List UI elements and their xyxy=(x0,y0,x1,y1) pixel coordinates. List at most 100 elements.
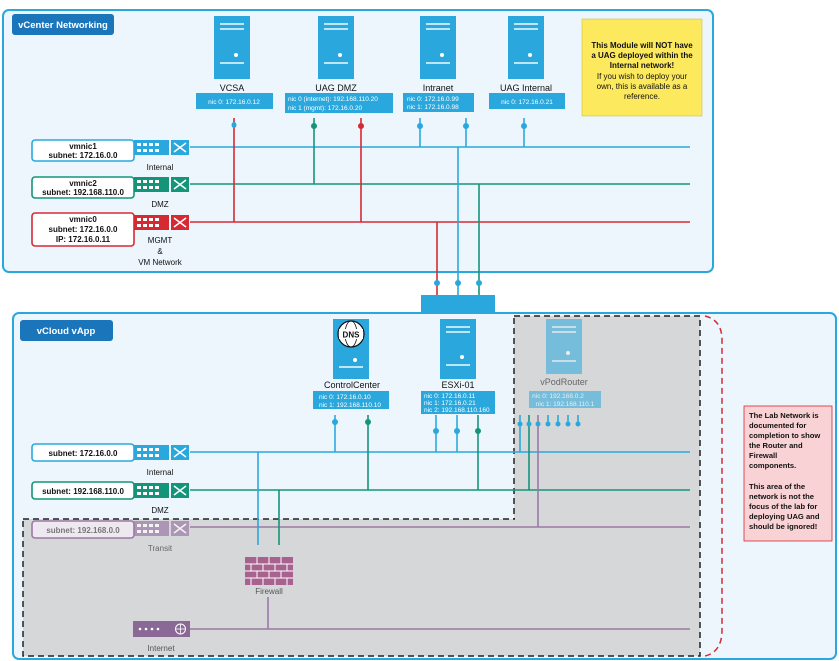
network-top-dmz-line-1: vmnic2 xyxy=(69,179,97,188)
top-port-dots xyxy=(231,122,527,129)
note-right-line-3: completion to show xyxy=(749,431,820,440)
router-ignore-area xyxy=(513,315,701,520)
note-right-line-1: The Lab Network is xyxy=(749,411,819,420)
vcloud-title-tab xyxy=(20,320,113,341)
note-top-line-3: Internal network! xyxy=(610,61,674,70)
note-top-line-6: reference. xyxy=(624,92,660,101)
note-top-box xyxy=(581,18,703,117)
server-uag-internal: UAG Internal nic 0: 172.16.0.21 xyxy=(489,16,565,109)
network-bottom-dmz-label: DMZ xyxy=(151,506,168,515)
network-top-dmz-label: DMZ xyxy=(151,200,168,209)
note-top: This Module will NOT have a UAG deployed… xyxy=(581,18,703,117)
server-controlcenter-nic0: nic 0: 172.16.0.10 xyxy=(319,394,371,401)
vcenter-title-tab xyxy=(12,14,114,35)
server-vpodrouter-nic0: nic 0: 192.168.0.2 xyxy=(532,393,584,400)
network-bottom-transit: subnet: 192.168.0.0 Transit xyxy=(31,520,189,553)
server-controlcenter-name: ControlCenter xyxy=(324,380,380,390)
network-top-dmz: vmnic2 subnet: 192.168.110.0 DMZ xyxy=(31,176,189,209)
firewall: Firewall xyxy=(245,557,293,596)
server-vpodrouter-name: vPodRouter xyxy=(540,377,588,387)
note-right-line-5: Firewall xyxy=(749,451,777,460)
server-esxi-nic0: nic 0: 172.16.0.11 xyxy=(424,393,476,400)
switch-icon xyxy=(134,445,189,460)
server-intranet-name: Intranet xyxy=(423,83,454,93)
server-esxi-nic1: nic 1: 172.16.0.21 xyxy=(424,400,476,407)
switch-icon xyxy=(134,521,189,536)
internet-router: Internet xyxy=(133,621,190,653)
server-vcsa-icon xyxy=(214,16,250,79)
server-intranet-nic1: nic 1: 172.16.0.98 xyxy=(407,104,459,111)
network-top-mgmt-label-3: VM Network xyxy=(138,258,183,267)
network-top-mgmt-line-2: subnet: 172.16.0.0 xyxy=(49,225,118,234)
note-right-line-8: This area of the xyxy=(749,482,805,491)
server-uag-internal-nic-box xyxy=(489,93,565,109)
network-top-mgmt-line-3: IP: 172.16.0.11 xyxy=(56,235,111,244)
note-right-line-10: focus of the lab for xyxy=(749,502,817,511)
note-right-line-2: documented for xyxy=(749,421,806,430)
network-top-internal-label: Internal xyxy=(147,163,174,172)
server-vpodrouter-nic-box xyxy=(529,391,601,408)
server-intranet: Intranet nic 0: 172.16.0.99 nic 1: 172.1… xyxy=(403,16,474,112)
network-top-mgmt-label-2: & xyxy=(157,247,163,256)
network-bottom-transit-label: Transit xyxy=(148,544,173,553)
server-uag-dmz-nic1: nic 1 (mgmt): 172.16.0.20 xyxy=(288,105,362,112)
server-esxi-icon xyxy=(440,319,476,379)
server-uag-dmz: UAG DMZ nic 0 (internet): 192.168.110.20… xyxy=(285,16,393,113)
server-uag-internal-name: UAG Internal xyxy=(500,83,552,93)
server-controlcenter-nic1: nic 1: 192.168.110.10 xyxy=(319,402,381,409)
note-right-line-12: should be ignored! xyxy=(749,522,817,531)
server-esxi: ESXi-01 nic 0: 172.16.0.11 nic 1: 172.16… xyxy=(421,319,495,414)
server-controlcenter-nic-box xyxy=(313,391,389,409)
note-right-line-9: network is not the xyxy=(749,492,814,501)
internet-label: Internet xyxy=(147,644,175,653)
ignore-area-join xyxy=(515,517,699,521)
note-right-line-4: the Router and xyxy=(749,441,803,450)
server-vpodrouter-icon xyxy=(546,319,582,374)
server-vcsa-name: VCSA xyxy=(220,83,245,93)
server-controlcenter: DNS ControlCenter nic 0: 172.16.0.10 nic… xyxy=(313,319,389,409)
dns-label: DNS xyxy=(343,331,361,340)
uplink-dots xyxy=(434,280,482,286)
server-esxi-nic-box xyxy=(421,391,495,414)
server-uag-internal-icon xyxy=(508,16,544,79)
server-uag-internal-nic0: nic 0: 172.16.0.21 xyxy=(501,99,553,106)
network-bottom-dmz: subnet: 192.168.110.0 DMZ xyxy=(31,481,189,515)
note-right: The Lab Network is documented for comple… xyxy=(743,405,833,542)
server-esxi-nic2: nic 2: 192.168.110.160 xyxy=(424,407,490,414)
network-top-internal-line-2: subnet: 172.16.0.0 xyxy=(49,151,118,160)
note-top-line-4: If you wish to deploy your xyxy=(597,72,688,81)
firewall-label: Firewall xyxy=(255,587,283,596)
server-vpodrouter: nic 0: 192.168.0.2 nic 1: 192.168.110.1 xyxy=(529,319,601,408)
server-intranet-nic0: nic 0: 172.16.0.99 xyxy=(407,96,459,103)
switch-icon xyxy=(134,483,189,498)
server-uag-dmz-icon xyxy=(318,16,354,79)
server-vcsa-nic0: nic 0: 172.16.0.12 xyxy=(208,99,260,106)
network-bottom-internal-label: Internal xyxy=(147,468,174,477)
ignore-bracket xyxy=(704,315,723,657)
network-top-mgmt-label-1: MGMT xyxy=(148,236,173,245)
vcenter-title: vCenter Networking xyxy=(18,20,108,31)
firewall-icon xyxy=(245,557,293,585)
server-vcsa: VCSA nic 0: 172.16.0.12 xyxy=(196,16,273,109)
note-right-line-6: components. xyxy=(749,461,796,470)
server-uag-dmz-nic-box xyxy=(285,93,393,113)
server-uag-dmz-nic0: nic 0 (internet): 192.168.110.20 xyxy=(288,96,378,103)
note-right-line-11: deploying UAG and xyxy=(749,512,820,521)
server-vcsa-nic-box xyxy=(196,93,273,109)
note-top-line-2: a UAG deployed within the xyxy=(591,51,693,60)
bottom-port-dots xyxy=(332,419,581,434)
network-top-mgmt-line-1: vmnic0 xyxy=(69,215,97,224)
switch-icon xyxy=(134,215,189,230)
server-uag-dmz-name: UAG DMZ xyxy=(315,83,357,93)
server-vpodrouter-nic1: nic 1: 192.168.110.1 xyxy=(536,401,595,408)
switch-icon xyxy=(134,177,189,192)
note-right-box xyxy=(743,405,833,542)
network-top-mgmt: vmnic0 subnet: 172.16.0.0 IP: 172.16.0.1… xyxy=(31,212,189,267)
note-top-line-1: This Module will NOT have xyxy=(591,41,693,50)
server-esxi-name: ESXi-01 xyxy=(441,380,474,390)
server-intranet-icon xyxy=(420,16,456,79)
server-intranet-nic-box xyxy=(403,93,474,112)
note-top-line-5: own, this is available as a xyxy=(597,82,688,91)
network-top-internal-line-1: vmnic1 xyxy=(69,142,97,151)
